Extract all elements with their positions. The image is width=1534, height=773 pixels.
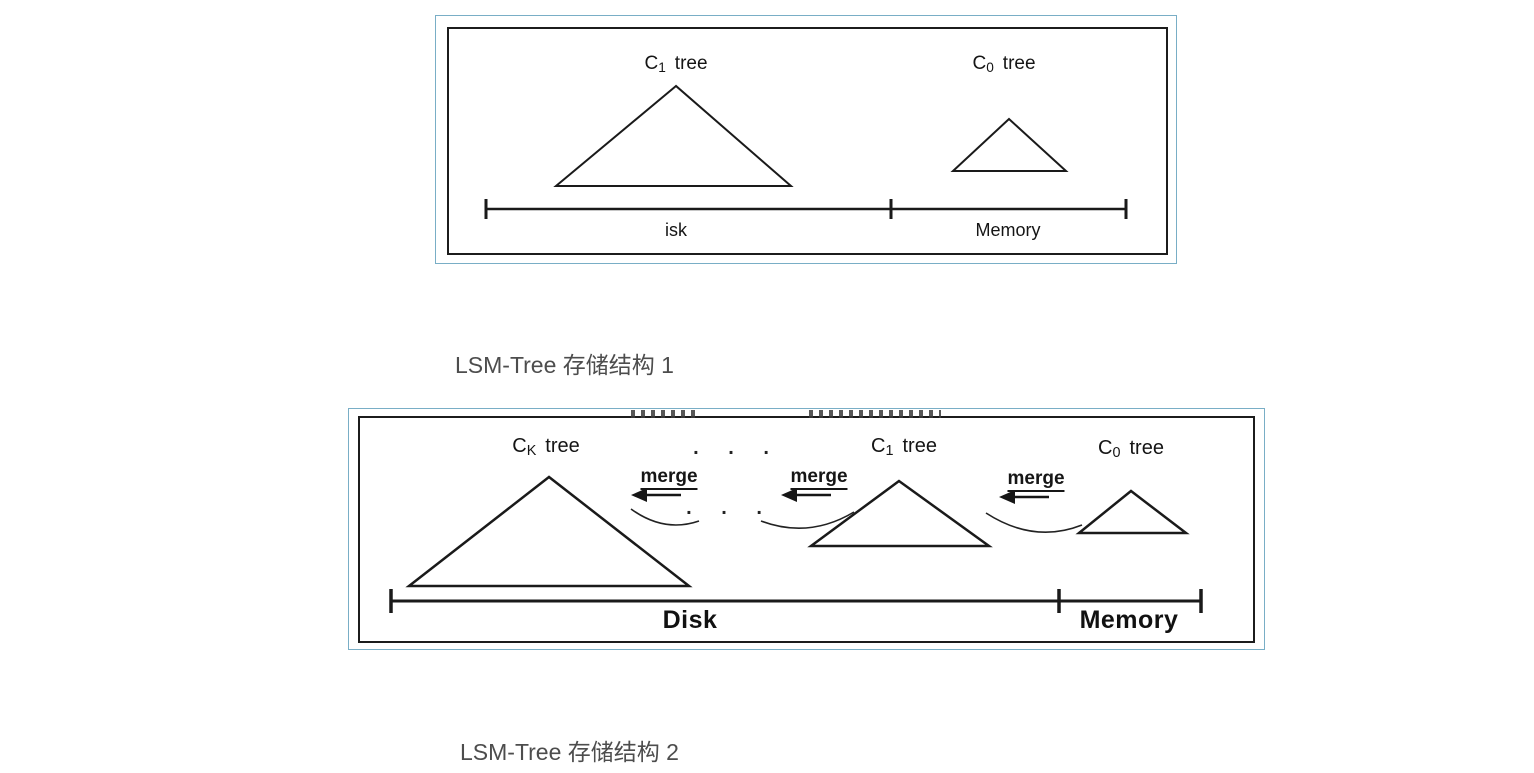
figure2-inner-frame bbox=[358, 416, 1255, 643]
c0-tree-label: C0 tree bbox=[972, 53, 1035, 76]
merge-arrow-head-3 bbox=[999, 490, 1015, 504]
c0-tree-label-sub: 0 bbox=[1112, 445, 1121, 462]
caption-figure1: LSM-Tree 存储结构 1 bbox=[455, 352, 674, 378]
figure1-inner-frame bbox=[447, 27, 1168, 255]
c0-tree-label-rest: tree bbox=[1002, 53, 1036, 74]
merge-label-2: merge bbox=[790, 466, 848, 490]
disk-axis-label: isk bbox=[665, 220, 687, 240]
c0-tree-label: C0 tree bbox=[1098, 437, 1164, 462]
clipped-text-fragment-right bbox=[809, 410, 941, 418]
ellipsis-top: . . . bbox=[693, 437, 779, 459]
merge-arrow-head-2 bbox=[781, 488, 797, 502]
c0-tree-label-base: C bbox=[972, 53, 987, 74]
memory-axis-label: Memory bbox=[1079, 606, 1179, 634]
c0-tree-label-sub: 0 bbox=[986, 60, 994, 75]
merge-label-2-text: merge bbox=[790, 466, 848, 490]
merge-label-1: merge bbox=[640, 466, 698, 490]
c0-tree-triangle bbox=[950, 117, 1069, 172]
c0-tree-triangle bbox=[1075, 489, 1190, 535]
c1-tree-label-base: C bbox=[871, 435, 886, 457]
memory-axis-label: Memory bbox=[975, 220, 1041, 240]
disk-axis-label: Disk bbox=[662, 606, 718, 634]
c1-tree-label-rest: tree bbox=[902, 435, 937, 457]
merge-arrow-head-1 bbox=[631, 488, 647, 502]
clipped-text-fragment-left bbox=[631, 410, 701, 418]
merge-flow-curve-right bbox=[985, 512, 1083, 534]
c1-tree-label-base: C bbox=[644, 53, 659, 74]
c1-tree-label: C1 tree bbox=[871, 435, 937, 460]
c1-tree-label-sub: 1 bbox=[658, 60, 666, 75]
merge-flow-curve-middle bbox=[760, 511, 855, 529]
merge-label-3: merge bbox=[1007, 468, 1065, 492]
ck-tree-triangle bbox=[405, 475, 693, 588]
caption-figure2: LSM-Tree 存储结构 2 bbox=[460, 739, 679, 765]
merge-flow-curve-left bbox=[630, 508, 700, 526]
figure1-shapes bbox=[484, 84, 1128, 219]
ellipsis-middle: . . . bbox=[686, 497, 772, 519]
c1-tree-triangle bbox=[553, 84, 794, 187]
c0-tree-label-rest: tree bbox=[1129, 437, 1164, 459]
c0-tree-label-base: C bbox=[1098, 437, 1113, 459]
c1-tree-label-sub: 1 bbox=[885, 443, 894, 460]
ck-tree-label-base: C bbox=[512, 435, 527, 457]
ck-tree-label-rest: tree bbox=[545, 435, 580, 457]
c1-tree-triangle bbox=[807, 479, 993, 548]
c1-tree-label: C1 tree bbox=[644, 53, 707, 76]
c1-tree-label-rest: tree bbox=[674, 53, 708, 74]
figure2-shapes bbox=[389, 475, 1203, 613]
ck-tree-label-sub: K bbox=[526, 443, 537, 460]
merge-label-3-text: merge bbox=[1007, 468, 1065, 492]
merge-label-1-text: merge bbox=[640, 466, 698, 490]
